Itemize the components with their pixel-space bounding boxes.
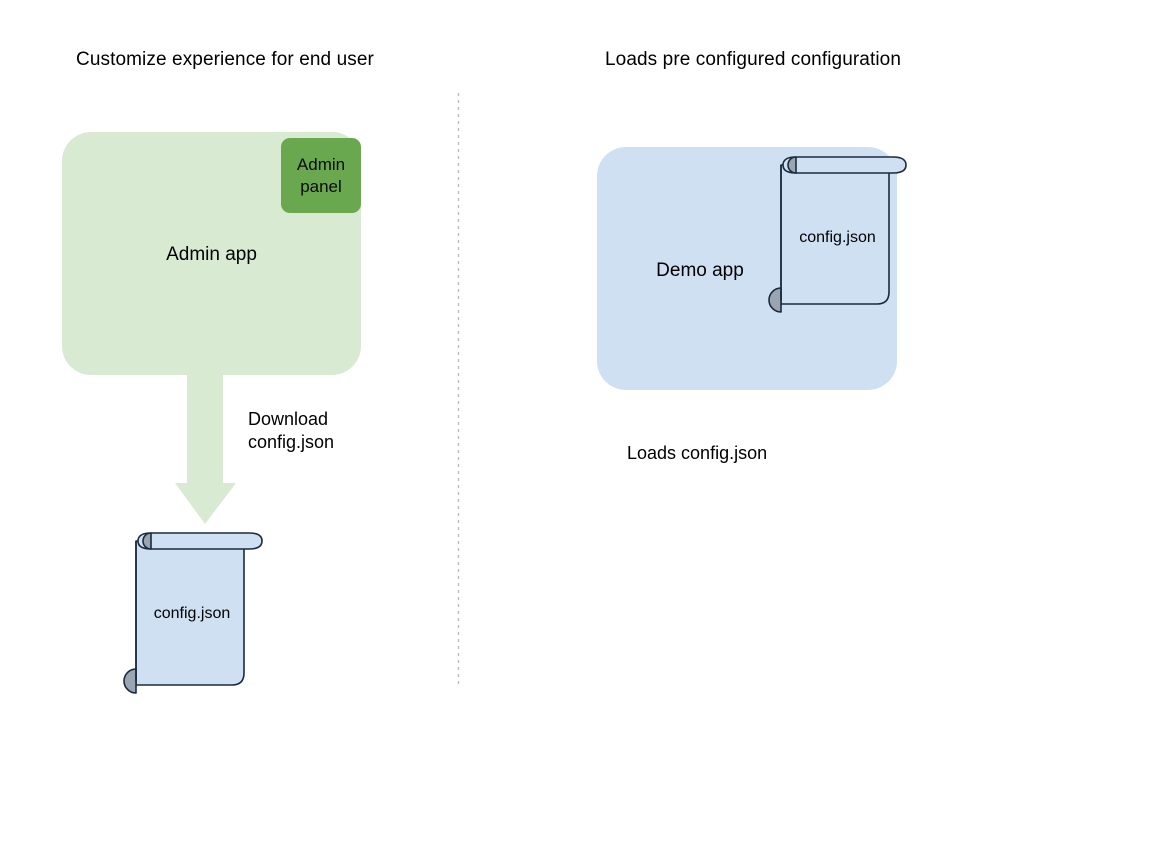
loads-config-caption: Loads config.json bbox=[627, 443, 768, 463]
section-title-right: Loads pre configured configuration bbox=[605, 49, 901, 70]
config-document-left[interactable] bbox=[123, 532, 263, 694]
config-document-left-label: config.json bbox=[153, 605, 231, 622]
config-document-right[interactable] bbox=[768, 156, 907, 313]
admin-panel-label: Admin panel bbox=[296, 155, 346, 197]
admin-app-label: Admin app bbox=[166, 244, 257, 265]
download-arrow-label: Download config.json bbox=[248, 409, 335, 453]
download-arrow bbox=[175, 330, 236, 524]
config-document-right-label: config.json bbox=[799, 229, 876, 246]
admin-panel-box[interactable] bbox=[281, 138, 361, 213]
demo-app-label: Demo app bbox=[656, 260, 744, 281]
section-title-left: Customize experience for end user bbox=[76, 49, 374, 70]
